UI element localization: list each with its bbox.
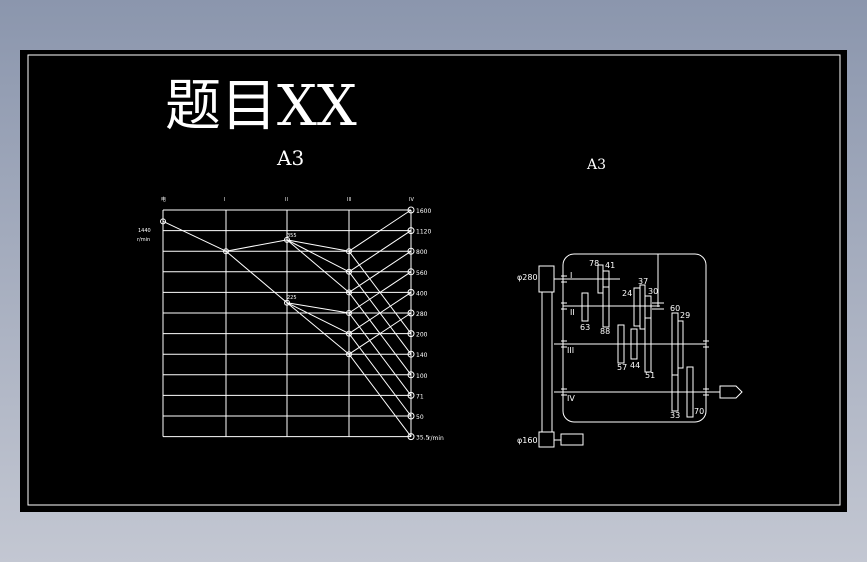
transmission-ray	[286, 302, 350, 355]
shaft-label: II	[285, 197, 288, 203]
motor	[560, 433, 584, 446]
speed-node	[284, 299, 290, 306]
bearings	[561, 275, 709, 396]
gearbox-housing	[562, 253, 707, 423]
speed-node	[346, 310, 352, 316]
speed-level-label: 100	[416, 373, 428, 380]
gear-label: 30	[648, 287, 658, 296]
speed-level-label: 280	[416, 311, 428, 318]
speed-node	[346, 330, 352, 337]
transmission-ray	[348, 312, 412, 355]
motor-unit-label: r/min	[137, 237, 150, 243]
speed-level-label: 140	[416, 352, 428, 359]
drawing-border	[27, 54, 841, 506]
pulley-bottom	[538, 431, 555, 448]
gear-label: 29	[680, 311, 690, 320]
gear-label: 88	[600, 327, 610, 336]
sheet-label-left: A3	[276, 146, 304, 170]
speed-node	[346, 351, 352, 358]
speed-node	[346, 248, 352, 255]
pulley-bottom-label: φ160	[517, 436, 538, 445]
gear-label: 24	[622, 289, 632, 298]
speed-node	[223, 248, 229, 255]
shaft-label: IV	[409, 197, 414, 203]
gear-label: 37	[638, 277, 648, 286]
speed-level-label: 400	[416, 290, 428, 297]
speed-level-label: 1600	[416, 208, 431, 215]
node-label: 355	[287, 233, 297, 239]
sheet-label-right: A3	[586, 157, 606, 173]
speed-level-label: 560	[416, 270, 428, 277]
shaft-label: 电	[161, 196, 166, 203]
shaft-label: III	[347, 197, 351, 203]
transmission-diagram: φ280 φ160 I II III IV 78 41 63 88 24 37 …	[517, 253, 743, 448]
shaft-label-II: II	[570, 308, 575, 317]
speed-node	[346, 268, 352, 275]
transmission-ray	[348, 209, 412, 252]
transmission-ray	[348, 291, 412, 335]
pulley-top-label: φ280	[517, 273, 538, 282]
speed-node	[346, 289, 352, 296]
speed-level-label: 50	[416, 414, 424, 421]
speed-level-label: 71	[416, 393, 424, 400]
speed-node	[160, 218, 166, 225]
gear-label: 78	[589, 259, 599, 268]
gear-label: 44	[630, 361, 640, 370]
gear-label: 51	[645, 371, 655, 380]
transmission-ray	[348, 353, 412, 437]
gear-label: 41	[605, 261, 615, 270]
speed-level-label: 200	[416, 332, 428, 339]
output-unit-label: r/min	[428, 435, 444, 442]
shaft-label: I	[224, 197, 225, 203]
gears	[581, 264, 694, 418]
transmission-ray	[225, 239, 288, 252]
pulley-top	[538, 265, 555, 293]
transmission-ray	[348, 250, 412, 293]
gear-label: 57	[617, 363, 627, 372]
speed-level-label: 800	[416, 249, 428, 256]
motor-speed-label: 1440	[138, 228, 151, 234]
transmission-ray	[348, 230, 412, 273]
shaft-label-IV: IV	[567, 394, 575, 403]
transmission-ray	[348, 271, 412, 314]
drawing-title: 题目XX	[165, 74, 357, 139]
transmission-ray	[286, 239, 350, 273]
speed-level-label: 1120	[416, 229, 431, 236]
gear-label: 63	[580, 323, 590, 332]
transmission-ray	[286, 302, 350, 335]
transmission-ray	[286, 302, 350, 314]
transmission-ray	[162, 220, 227, 252]
drawing-sheet	[20, 50, 847, 512]
shaft-label-I: I	[570, 271, 572, 280]
node-label: 225	[287, 295, 297, 301]
gear-label: 33	[670, 411, 680, 420]
output-spindle	[719, 385, 743, 399]
speed-node	[284, 236, 290, 243]
transmission-ray	[225, 250, 288, 304]
gear-label: 60	[670, 304, 680, 313]
transmission-ray	[286, 239, 350, 293]
transmission-ray	[286, 239, 350, 252]
gear-label: 70	[694, 407, 704, 416]
speed-level-label: 35.5	[416, 435, 430, 442]
shaft-label-III: III	[567, 346, 574, 355]
